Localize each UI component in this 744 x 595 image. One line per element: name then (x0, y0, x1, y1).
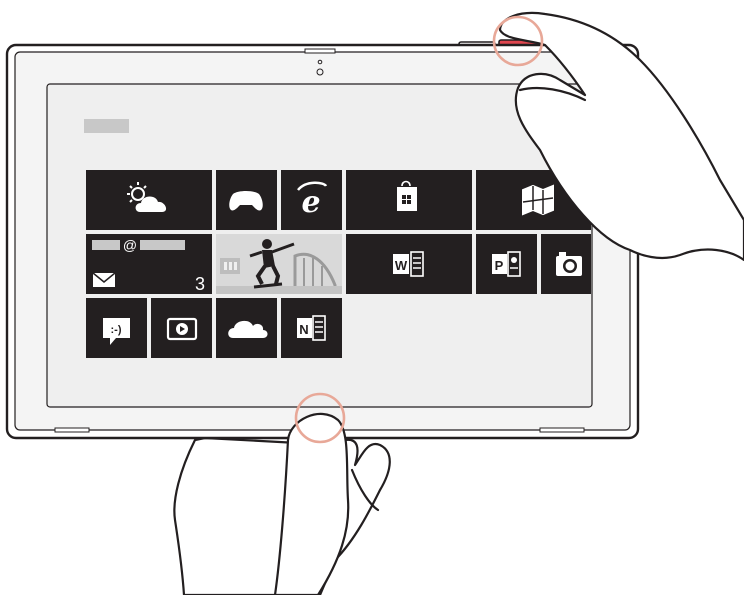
tile-word[interactable]: W (346, 234, 472, 294)
mail-user-placeholder (92, 240, 120, 250)
start-title-placeholder (84, 119, 129, 133)
mail-at-sign: @ (123, 237, 137, 253)
top-speaker-slot (305, 49, 335, 53)
tile-onedrive[interactable] (216, 298, 277, 358)
tile-powerpoint[interactable]: P (476, 234, 537, 294)
svg-text:N: N (299, 322, 308, 337)
tile-video[interactable] (151, 298, 212, 358)
maps-icon (523, 186, 553, 214)
svg-text::-): :-) (111, 324, 122, 336)
tile-internet-explorer[interactable]: e (281, 170, 342, 230)
svg-text:W: W (395, 258, 408, 273)
tile-camera[interactable] (541, 234, 591, 294)
tile-photos[interactable] (216, 234, 342, 294)
internet-explorer-icon: e (301, 185, 320, 220)
bottom-left-slot (55, 428, 89, 432)
tile-weather[interactable] (86, 170, 212, 230)
mail-envelope-icon (93, 273, 115, 287)
mail-unread-count: 3 (195, 274, 205, 294)
mail-domain-placeholder (140, 240, 185, 250)
tile-mail[interactable]: @ 3 (86, 234, 212, 294)
bottom-right-slot (540, 428, 584, 432)
tile-store[interactable] (346, 170, 472, 230)
tile-messaging[interactable]: :-) (86, 298, 147, 358)
tile-games[interactable] (216, 170, 277, 230)
tile-onenote[interactable]: N (281, 298, 342, 358)
svg-text:P: P (495, 258, 504, 273)
